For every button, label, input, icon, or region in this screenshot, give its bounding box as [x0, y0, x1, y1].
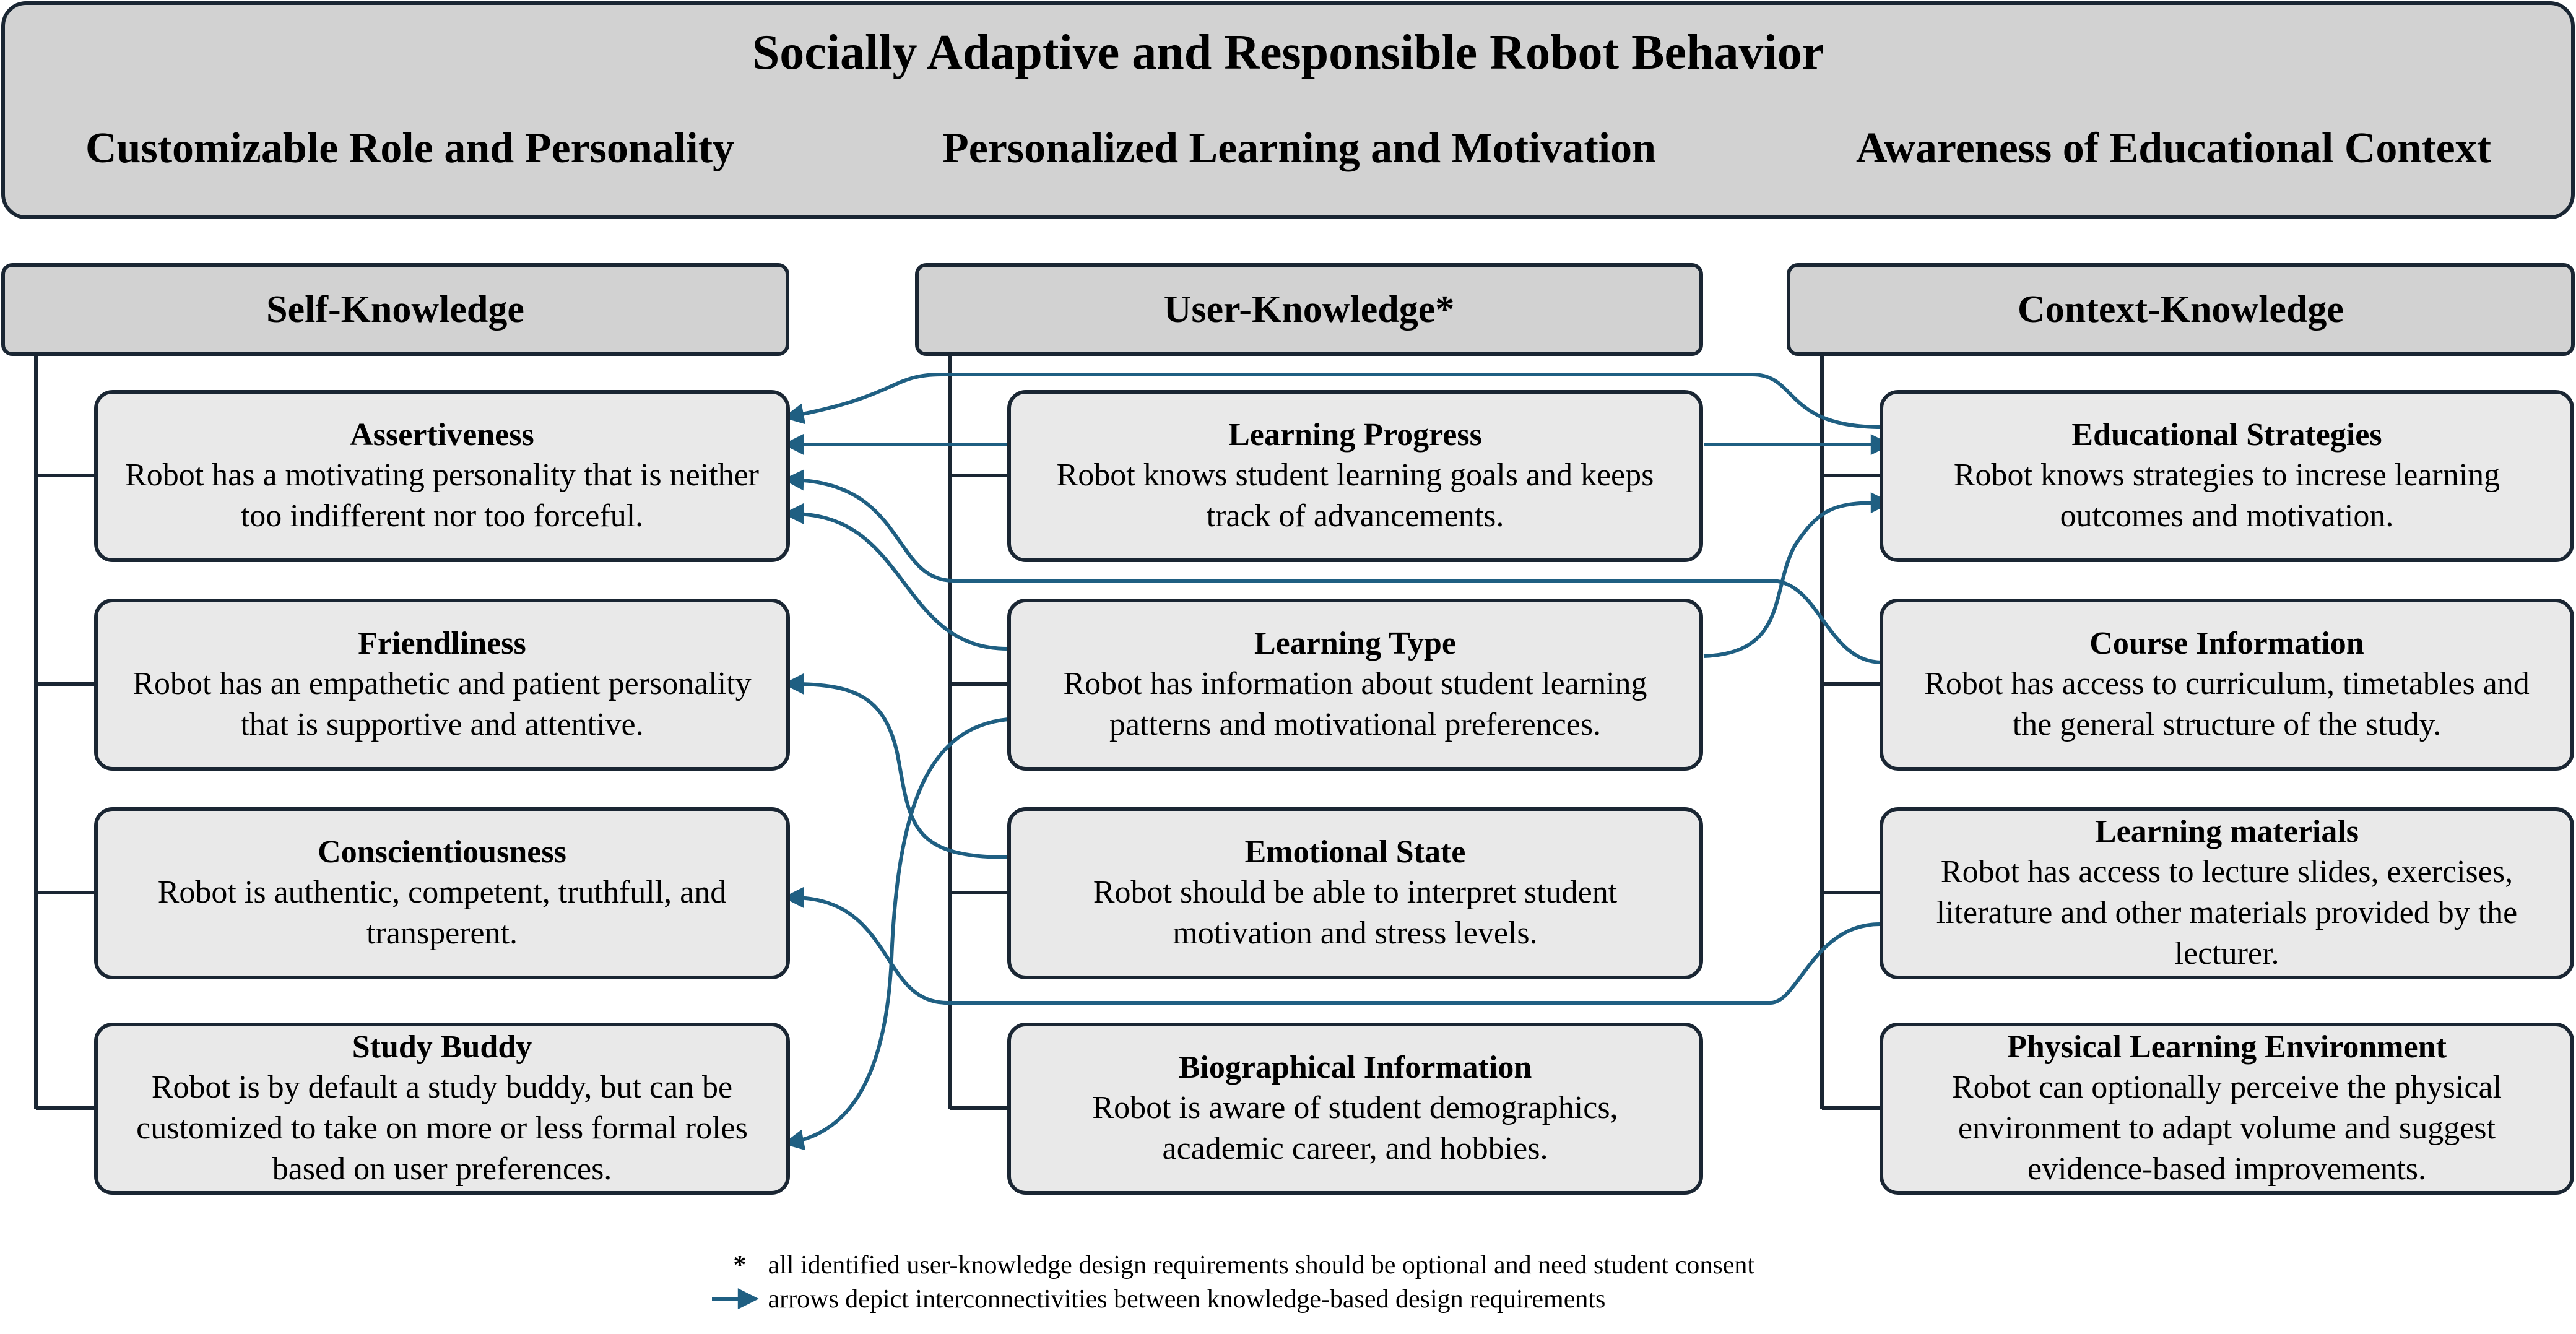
tree-lines	[34, 352, 1882, 1110]
node-desc: Robot has a motivating personality that …	[125, 457, 759, 534]
node-title: Friendliness	[358, 626, 526, 661]
interconnect-arrows	[783, 373, 1892, 1151]
node-title: Biographical Information	[1178, 1050, 1532, 1085]
arrow-strategies-to-assertiveness	[783, 373, 1883, 429]
asterisk-mark: *	[733, 1251, 747, 1280]
legend-consent-text: all identified user-knowledge design req…	[768, 1251, 1755, 1280]
arrow-type-to-buddy	[783, 717, 1008, 1151]
node-emotional-state: Emotional State Robot should be able to …	[1007, 807, 1703, 979]
node-desc: Robot is authentic, competent, truthfull…	[157, 875, 727, 951]
node-learning-type: Learning Type Robot has information abou…	[1007, 599, 1703, 771]
node-title: Learning materials	[2094, 814, 2359, 849]
node-title: Educational Strategies	[2071, 417, 2382, 453]
legend-arrow-text: arrows depict interconnectivities betwee…	[768, 1285, 1606, 1314]
node-desc: Robot has access to lecture slides, exer…	[1936, 854, 2518, 971]
node-course-information: Course Information Robot has access to c…	[1880, 599, 2574, 771]
node-title: Learning Type	[1254, 626, 1456, 661]
node-friendliness: Friendliness Robot has an empathetic and…	[94, 599, 790, 771]
node-desc: Robot has an empathetic and patient pers…	[132, 666, 752, 742]
arrow-materials-to-conscientiousness	[783, 886, 1883, 1005]
arrow-type-to-assertiveness	[783, 503, 1008, 651]
subtitle-role: Customizable Role and Personality	[85, 124, 735, 172]
arrow-type-to-strategies	[1703, 492, 1892, 658]
header-self-knowledge-label: Self-Knowledge	[266, 288, 524, 331]
node-desc: Robot is by default a study buddy, but c…	[136, 1070, 748, 1187]
node-title: Emotional State	[1244, 834, 1466, 870]
node-title: Assertiveness	[350, 417, 534, 453]
header-context-knowledge: Context-Knowledge	[1787, 263, 2575, 356]
node-desc: Robot knows student learning goals and k…	[1056, 457, 1654, 534]
legend-consent-note: * all identified user-knowledge design r…	[718, 1250, 1755, 1280]
node-conscientiousness: Conscientiousness Robot is authentic, co…	[94, 807, 790, 979]
header-user-knowledge: User-Knowledge*	[915, 263, 1703, 356]
node-desc: Robot is aware of student demographics, …	[1092, 1090, 1618, 1166]
node-educational-strategies: Educational Strategies Robot knows strat…	[1880, 390, 2574, 562]
node-title: Learning Progress	[1228, 417, 1482, 453]
node-desc: Robot can optionally perceive the physic…	[1951, 1070, 2502, 1187]
node-assertiveness: Assertiveness Robot has a motivating per…	[94, 390, 790, 562]
node-study-buddy: Study Buddy Robot is by default a study …	[94, 1023, 790, 1195]
subtitle-learning: Personalized Learning and Motivation	[942, 124, 1657, 172]
arrow-course-to-assertiveness	[783, 469, 1883, 664]
node-title: Physical Learning Environment	[2007, 1029, 2447, 1065]
node-desc: Robot should be able to interpret studen…	[1093, 875, 1618, 951]
header-context-knowledge-label: Context-Knowledge	[2018, 288, 2344, 331]
node-title: Course Information	[2089, 626, 2364, 661]
node-learning-materials: Learning materials Robot has access to l…	[1880, 807, 2574, 979]
node-desc: Robot has information about student lear…	[1063, 666, 1647, 742]
arrow-emotion-to-friendliness	[783, 673, 1008, 859]
node-desc: Robot knows strategies to increse learni…	[1953, 457, 2500, 534]
header-self-knowledge: Self-Knowledge	[1, 263, 789, 356]
legend-arrow-note: arrows depict interconnectivities betwee…	[718, 1284, 1606, 1314]
top-banner	[1, 1, 2575, 219]
node-title: Study Buddy	[352, 1029, 532, 1065]
node-title: Conscientiousness	[318, 834, 566, 870]
node-biographical-information: Biographical Information Robot is aware …	[1007, 1023, 1703, 1195]
node-desc: Robot has access to curriculum, timetabl…	[1924, 666, 2530, 742]
node-learning-progress: Learning Progress Robot knows student le…	[1007, 390, 1703, 562]
node-physical-learning-environment: Physical Learning Environment Robot can …	[1880, 1023, 2574, 1195]
subtitle-context: Awareness of Educational Context	[1856, 124, 2492, 172]
main-title: Socially Adaptive and Responsible Robot …	[752, 25, 1824, 80]
header-user-knowledge-label: User-Knowledge*	[1163, 288, 1455, 331]
